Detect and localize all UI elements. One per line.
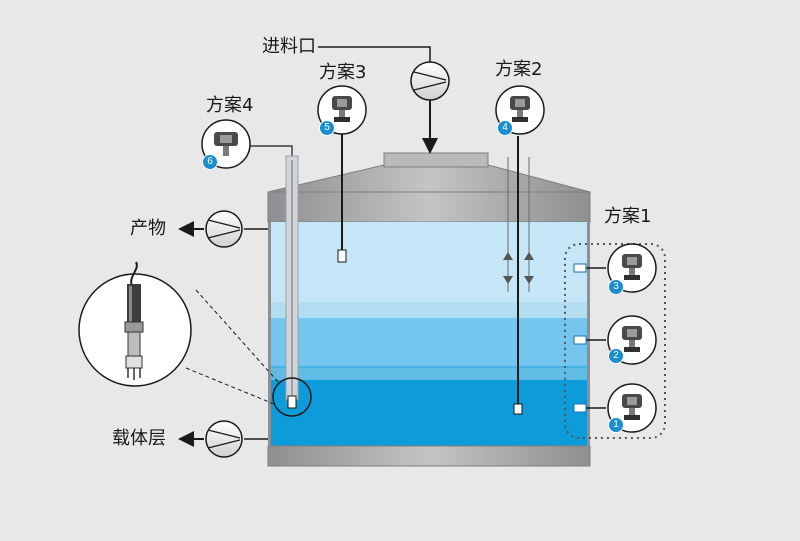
scheme4-label: 方案4 (206, 95, 254, 116)
magnified-probe-detail (78, 261, 192, 387)
feed-line (318, 46, 438, 154)
badge-6: 6 (202, 154, 218, 170)
scheme3-label: 方案3 (319, 62, 367, 83)
badge-1: 1 (608, 417, 624, 433)
scheme1-label: 方案1 (604, 206, 652, 227)
feed-pump-icon (410, 61, 450, 101)
scheme2-label: 方案2 (495, 59, 543, 80)
scheme4-probe (185, 145, 312, 417)
tank-liquid (268, 222, 590, 446)
feed-inlet-label: 进料口 (262, 36, 316, 57)
badge-3: 3 (608, 279, 624, 295)
scheme1-group (564, 243, 666, 439)
tank-roof (267, 152, 591, 223)
badge-4: 4 (497, 120, 513, 136)
product-pump-icon (205, 210, 243, 248)
badge-5: 5 (319, 120, 335, 136)
carrier-layer-label: 载体层 (112, 428, 166, 449)
scheme3-probe (337, 134, 347, 263)
scheme2-probe (503, 136, 534, 415)
tank-body (267, 222, 591, 467)
carrier-pump-icon (205, 420, 243, 458)
product-label: 产物 (130, 218, 166, 239)
badge-2: 2 (608, 348, 624, 364)
